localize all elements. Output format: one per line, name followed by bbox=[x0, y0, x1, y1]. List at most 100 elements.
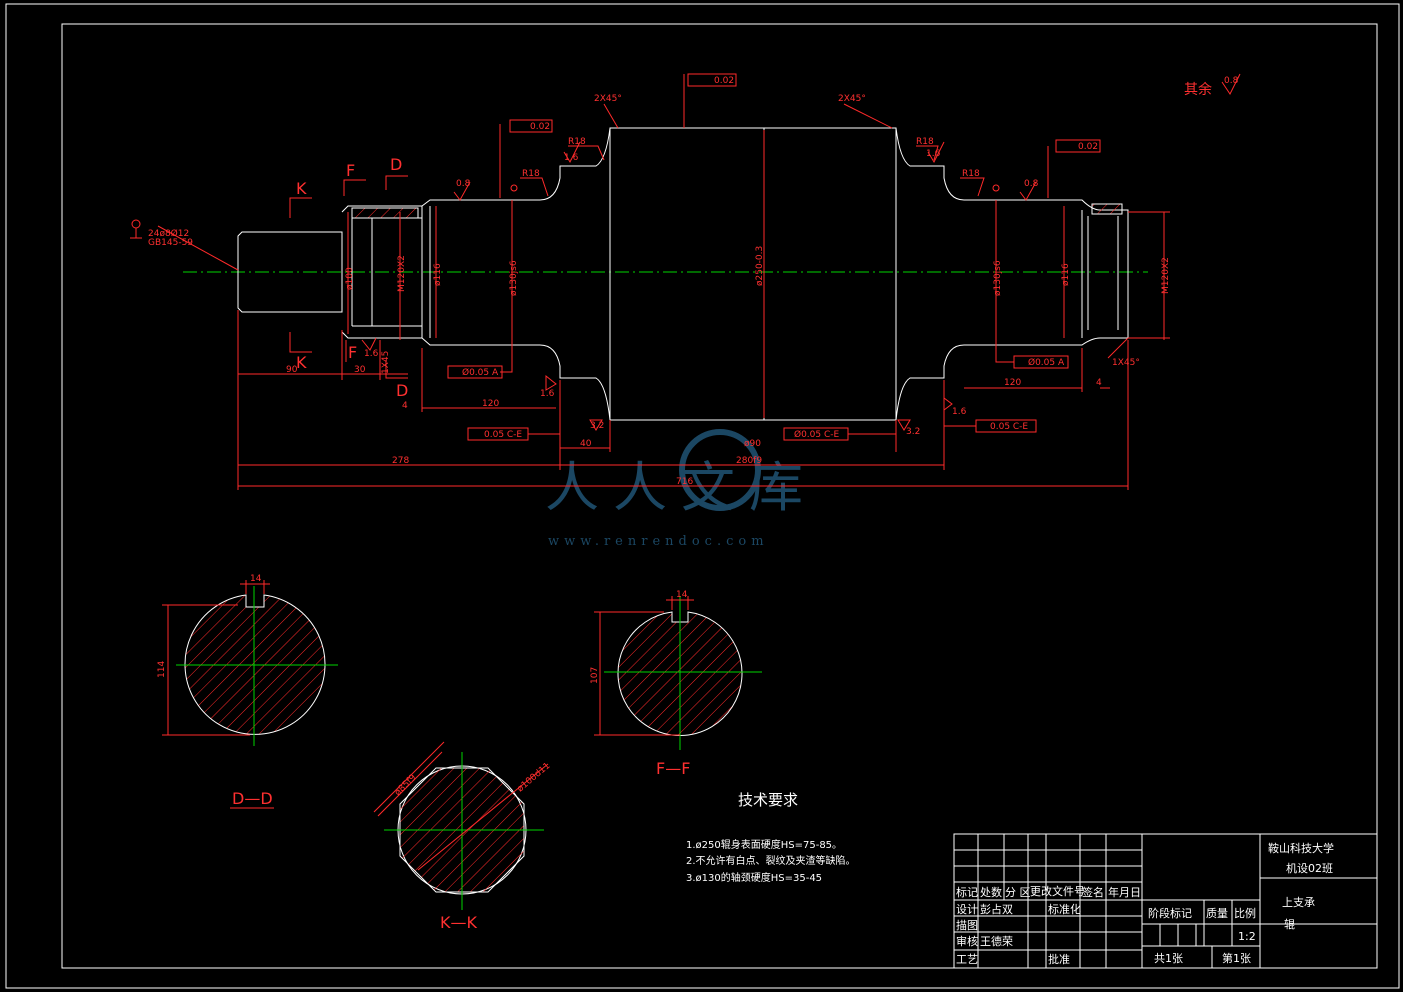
tb-std: 标准化 bbox=[1048, 902, 1081, 916]
dimension-text: 24ø8Ø12 GB145-59 90 30 1X45 4 120 40 ø90… bbox=[148, 76, 1239, 487]
tb-scale-label: 比例 bbox=[1234, 906, 1256, 920]
dim-4b: 4 bbox=[1096, 378, 1102, 388]
dim-d116: ø116 bbox=[433, 263, 443, 286]
hatch-right-thread bbox=[1091, 203, 1123, 215]
tb-part-name-2: 辊 bbox=[1284, 917, 1295, 931]
technical-requirements: 技术要求 1.ø250辊身表面硬度HS=75-85。 2.不允许有白点、裂纹及夹… bbox=[686, 791, 856, 884]
section-ff: 14 107 F—F bbox=[590, 590, 762, 778]
dim-d100: ø100 bbox=[345, 267, 355, 290]
section-k-top: K bbox=[296, 179, 307, 198]
dim-716: 716 bbox=[676, 477, 693, 487]
rough-16c: 1.6 bbox=[540, 389, 555, 399]
tb-hdr-zone: 分 区 bbox=[1005, 886, 1031, 899]
tb-hdr-doc: 更改文件号 bbox=[1030, 884, 1085, 898]
ff-height: 107 bbox=[590, 667, 600, 684]
tech-req-line-2: 2.不允许有白点、裂纹及夹渣等缺陷。 bbox=[686, 854, 856, 867]
dim-d250: ø250-0.3 bbox=[755, 246, 765, 286]
rough-16d: 1.6 bbox=[952, 407, 967, 417]
tb-hdr-mark: 标记 bbox=[956, 885, 978, 899]
tb-design: 设计 bbox=[956, 903, 978, 916]
tol-top: 0.02 bbox=[714, 76, 734, 86]
section-kk: ø85f9 ø100d11 K—K bbox=[373, 741, 553, 932]
dim-2x45-r: 2X45° bbox=[838, 94, 866, 104]
dim-4a: 4 bbox=[402, 401, 408, 411]
tol-right: 0.02 bbox=[1078, 142, 1098, 152]
tb-hdr-sign: 签名 bbox=[1082, 885, 1104, 899]
tol-005-l: Ø0.05 A bbox=[462, 367, 499, 378]
dim-keyway: 24ø8Ø12 bbox=[148, 228, 189, 239]
tb-craft: 工艺 bbox=[956, 953, 978, 966]
watermark-text: 人人文库 bbox=[545, 456, 817, 519]
tb-sheets-total: 共1张 bbox=[1154, 952, 1183, 965]
tb-draw: 描图 bbox=[956, 918, 978, 932]
tech-req-title: 技术要求 bbox=[738, 791, 798, 809]
dim-1x45-r: 1X45° bbox=[1112, 358, 1140, 368]
rough-16a: 1.6 bbox=[364, 349, 379, 359]
outer-frame bbox=[5, 3, 1400, 989]
tol-left: 0.02 bbox=[530, 122, 550, 132]
ff-title: F—F bbox=[656, 759, 690, 778]
tb-checker: 王德荣 bbox=[980, 934, 1013, 948]
rough-16b: 1.6 bbox=[564, 153, 579, 163]
tol-ce-c: Ø0.05 C-E bbox=[794, 429, 840, 440]
tol-ce-r: 0.05 C-E bbox=[990, 422, 1028, 432]
dim-m120: M120X2 bbox=[397, 255, 407, 292]
section-d-bottom: D bbox=[396, 381, 408, 400]
tb-hdr-count: 处数 bbox=[980, 886, 1002, 899]
title-block: 鞍山科技大学 机设02班 上支承 辊 标记 处数 分 区 更改文件号 签名 年月… bbox=[953, 833, 1378, 969]
dim-1x45: 1X45 bbox=[381, 351, 391, 374]
dim-120a: 120 bbox=[482, 399, 499, 409]
dimension-lines bbox=[130, 73, 1241, 490]
section-k-bottom: K bbox=[296, 353, 307, 372]
dim-m120-r: M120X2 bbox=[1161, 257, 1171, 294]
dim-120b: 120 bbox=[1004, 378, 1021, 388]
dim-280f9: 280f9 bbox=[736, 456, 762, 466]
dim-d116-r: ø116 bbox=[1061, 263, 1071, 286]
dim-2x45-l: 2X45° bbox=[594, 94, 622, 104]
rough-rest-label: 其余 bbox=[1184, 81, 1212, 98]
tol-ce-l: 0.05 C-E bbox=[484, 430, 522, 440]
rough-08a: 0.8 bbox=[456, 179, 471, 189]
dim-key-std: GB145-59 bbox=[148, 238, 193, 248]
tb-sheet-no: 第1张 bbox=[1222, 951, 1251, 965]
section-f-bottom: F bbox=[348, 343, 357, 362]
watermark-url: www.renrendoc.com bbox=[548, 534, 769, 549]
dim-s90: ø90 bbox=[744, 439, 761, 449]
rough-rest-value: 0.8 bbox=[1224, 76, 1239, 86]
watermark: 人人文库 www.renrendoc.com bbox=[545, 429, 817, 549]
ff-width: 14 bbox=[676, 590, 688, 600]
tb-stage: 阶段标记 bbox=[1148, 906, 1192, 920]
section-dd: 14 114 D—D bbox=[157, 574, 338, 809]
dim-d130-l: ø130js6 bbox=[509, 260, 519, 296]
dim-r18-2: R18 bbox=[916, 137, 934, 147]
tb-designer: 彭占双 bbox=[980, 902, 1013, 916]
rough-32c: 1.6 bbox=[926, 149, 941, 159]
tb-hdr-date: 年月日 bbox=[1108, 885, 1141, 899]
rough-32b: 3.2 bbox=[906, 427, 920, 437]
tb-scale: 1:2 bbox=[1238, 930, 1256, 943]
dim-r18-4: R18 bbox=[962, 169, 980, 179]
dim-30: 30 bbox=[354, 365, 366, 375]
section-f-top: F bbox=[346, 161, 355, 180]
kk-dim-b: ø100d11 bbox=[516, 761, 553, 794]
tol-005-r: Ø0.05 A bbox=[1028, 357, 1065, 368]
tb-check: 审核 bbox=[956, 934, 978, 948]
tb-part-name-1: 上支承 bbox=[1282, 896, 1315, 909]
inner-frame bbox=[61, 23, 1378, 969]
section-d-top: D bbox=[390, 155, 402, 174]
dim-40: 40 bbox=[580, 439, 592, 449]
dd-height: 114 bbox=[157, 661, 167, 678]
watermark-logo-icon bbox=[679, 429, 761, 511]
kk-title: K—K bbox=[440, 913, 477, 932]
tb-school: 鞍山科技大学 bbox=[1268, 841, 1334, 855]
dd-title: D—D bbox=[232, 789, 273, 808]
tb-weight: 质量 bbox=[1206, 907, 1228, 920]
rough-32a: 3.2 bbox=[590, 421, 604, 431]
dim-d130-r: ø130js6 bbox=[993, 260, 1003, 296]
dim-90: 90 bbox=[286, 365, 298, 375]
tb-approve: 批准 bbox=[1048, 952, 1070, 966]
hatch-left-thread bbox=[351, 207, 419, 219]
dim-r18-3: R18 bbox=[522, 169, 540, 179]
tb-class: 机设02班 bbox=[1286, 861, 1333, 875]
